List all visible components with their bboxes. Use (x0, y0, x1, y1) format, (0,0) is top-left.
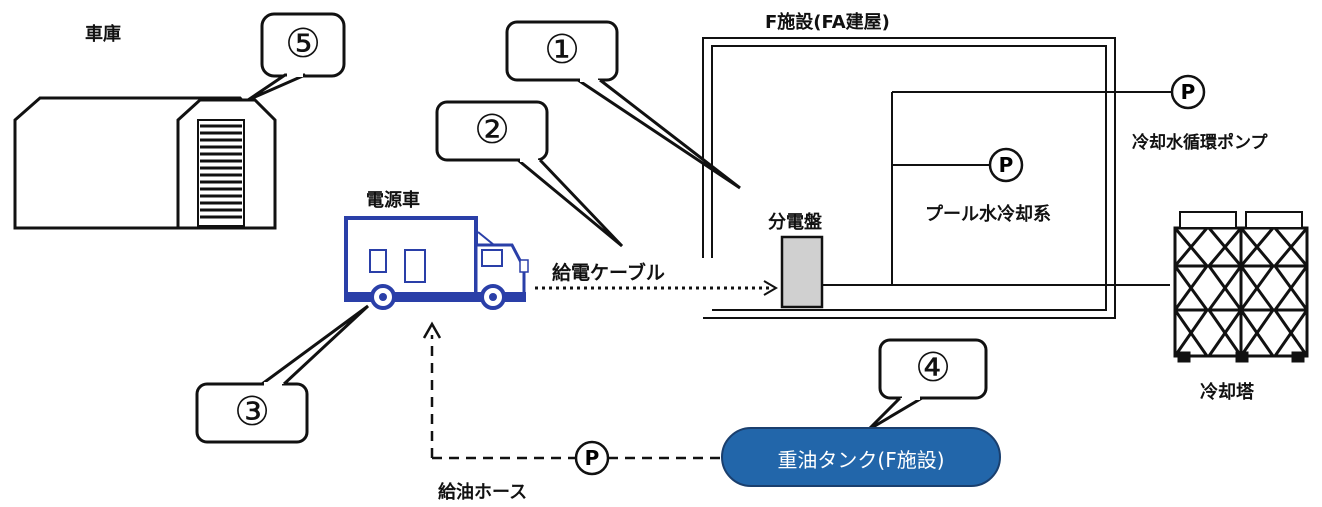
pump-label-mid: P (998, 153, 1014, 177)
cooling-tower (1173, 211, 1309, 363)
power-truck (344, 216, 529, 310)
distribution-board (780, 235, 824, 309)
oil-tank-label: 重油タンク(F施設) (777, 448, 945, 472)
pump-label-top: P (1180, 80, 1196, 104)
distribution-board-label: 分電盤 (768, 212, 822, 233)
callout-number-3: ③ (234, 389, 270, 435)
cooling-tower-label: 冷却塔 (1200, 382, 1254, 403)
piping (822, 91, 1172, 286)
callout-1 (505, 20, 741, 190)
pump-label-fuel: P (584, 446, 600, 470)
callout-5 (247, 12, 346, 102)
power-cable-label: 給電ケーブル (552, 262, 665, 284)
facility-label: F施設(FA建屋) (765, 12, 890, 33)
callout-2 (435, 100, 624, 248)
callout-number-4: ④ (915, 345, 951, 391)
facility-building (702, 37, 1116, 319)
fuel-hose-line (430, 335, 730, 460)
oil-tank (721, 427, 1001, 487)
callout-4 (866, 338, 988, 432)
garage-building (13, 96, 277, 230)
callout-number-1: ① (544, 27, 580, 73)
power-truck-label: 電源車 (366, 190, 420, 211)
pool-cooling-label: プール水冷却系 (925, 204, 1051, 225)
callout-3 (195, 304, 370, 444)
garage-label: 車庫 (85, 24, 121, 45)
fuel-hose-arrowhead (422, 321, 442, 339)
pump-circle-top (1170, 74, 1206, 110)
fuel-hose-label: 給油ホース (438, 482, 528, 503)
pump-circle-mid (988, 147, 1024, 183)
callout-number-5: ⑤ (285, 21, 321, 67)
callout-number-2: ② (474, 107, 510, 153)
cooling-pump-label: 冷却水循環ポンプ (1132, 133, 1268, 153)
power-cable-arrow (535, 280, 778, 296)
